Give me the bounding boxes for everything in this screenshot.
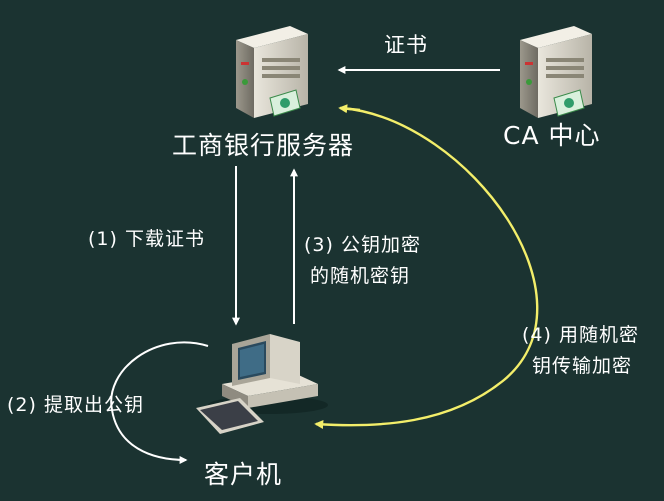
encrypted-transfer-arrow-head [338,104,361,114]
ca-server-icon [520,26,592,118]
transfer-label: (4) 用随机密 钥传输加密 [522,320,639,382]
transfer-line1: (4) 用随机密 [522,324,639,346]
encrypt-key-line1: (3) 公钥加密 [304,234,421,256]
bank-server-label: 工商银行服务器 [172,131,355,160]
keyboard-icon [196,398,264,434]
bank-server-icon [236,26,308,118]
client-computer-icon [196,334,328,434]
encrypt-key-line2: 的随机密钥 [310,265,411,287]
client-label: 客户机 [204,460,283,489]
extract-key-label: (2) 提取出公钥 [7,394,144,416]
extract-key-arrow [110,341,209,464]
certificate-icon [553,89,585,117]
encrypted-transfer-arrow [314,106,539,429]
cert-edge-label: 证书 [384,33,428,57]
download-cert-label: (1) 下载证书 [88,228,205,250]
encrypt-key-label: (3) 公钥加密 的随机密钥 [304,230,421,292]
certificate-icon [269,89,301,117]
transfer-line2: 钥传输加密 [532,355,633,377]
ca-center-label: CA 中心 [503,121,601,150]
